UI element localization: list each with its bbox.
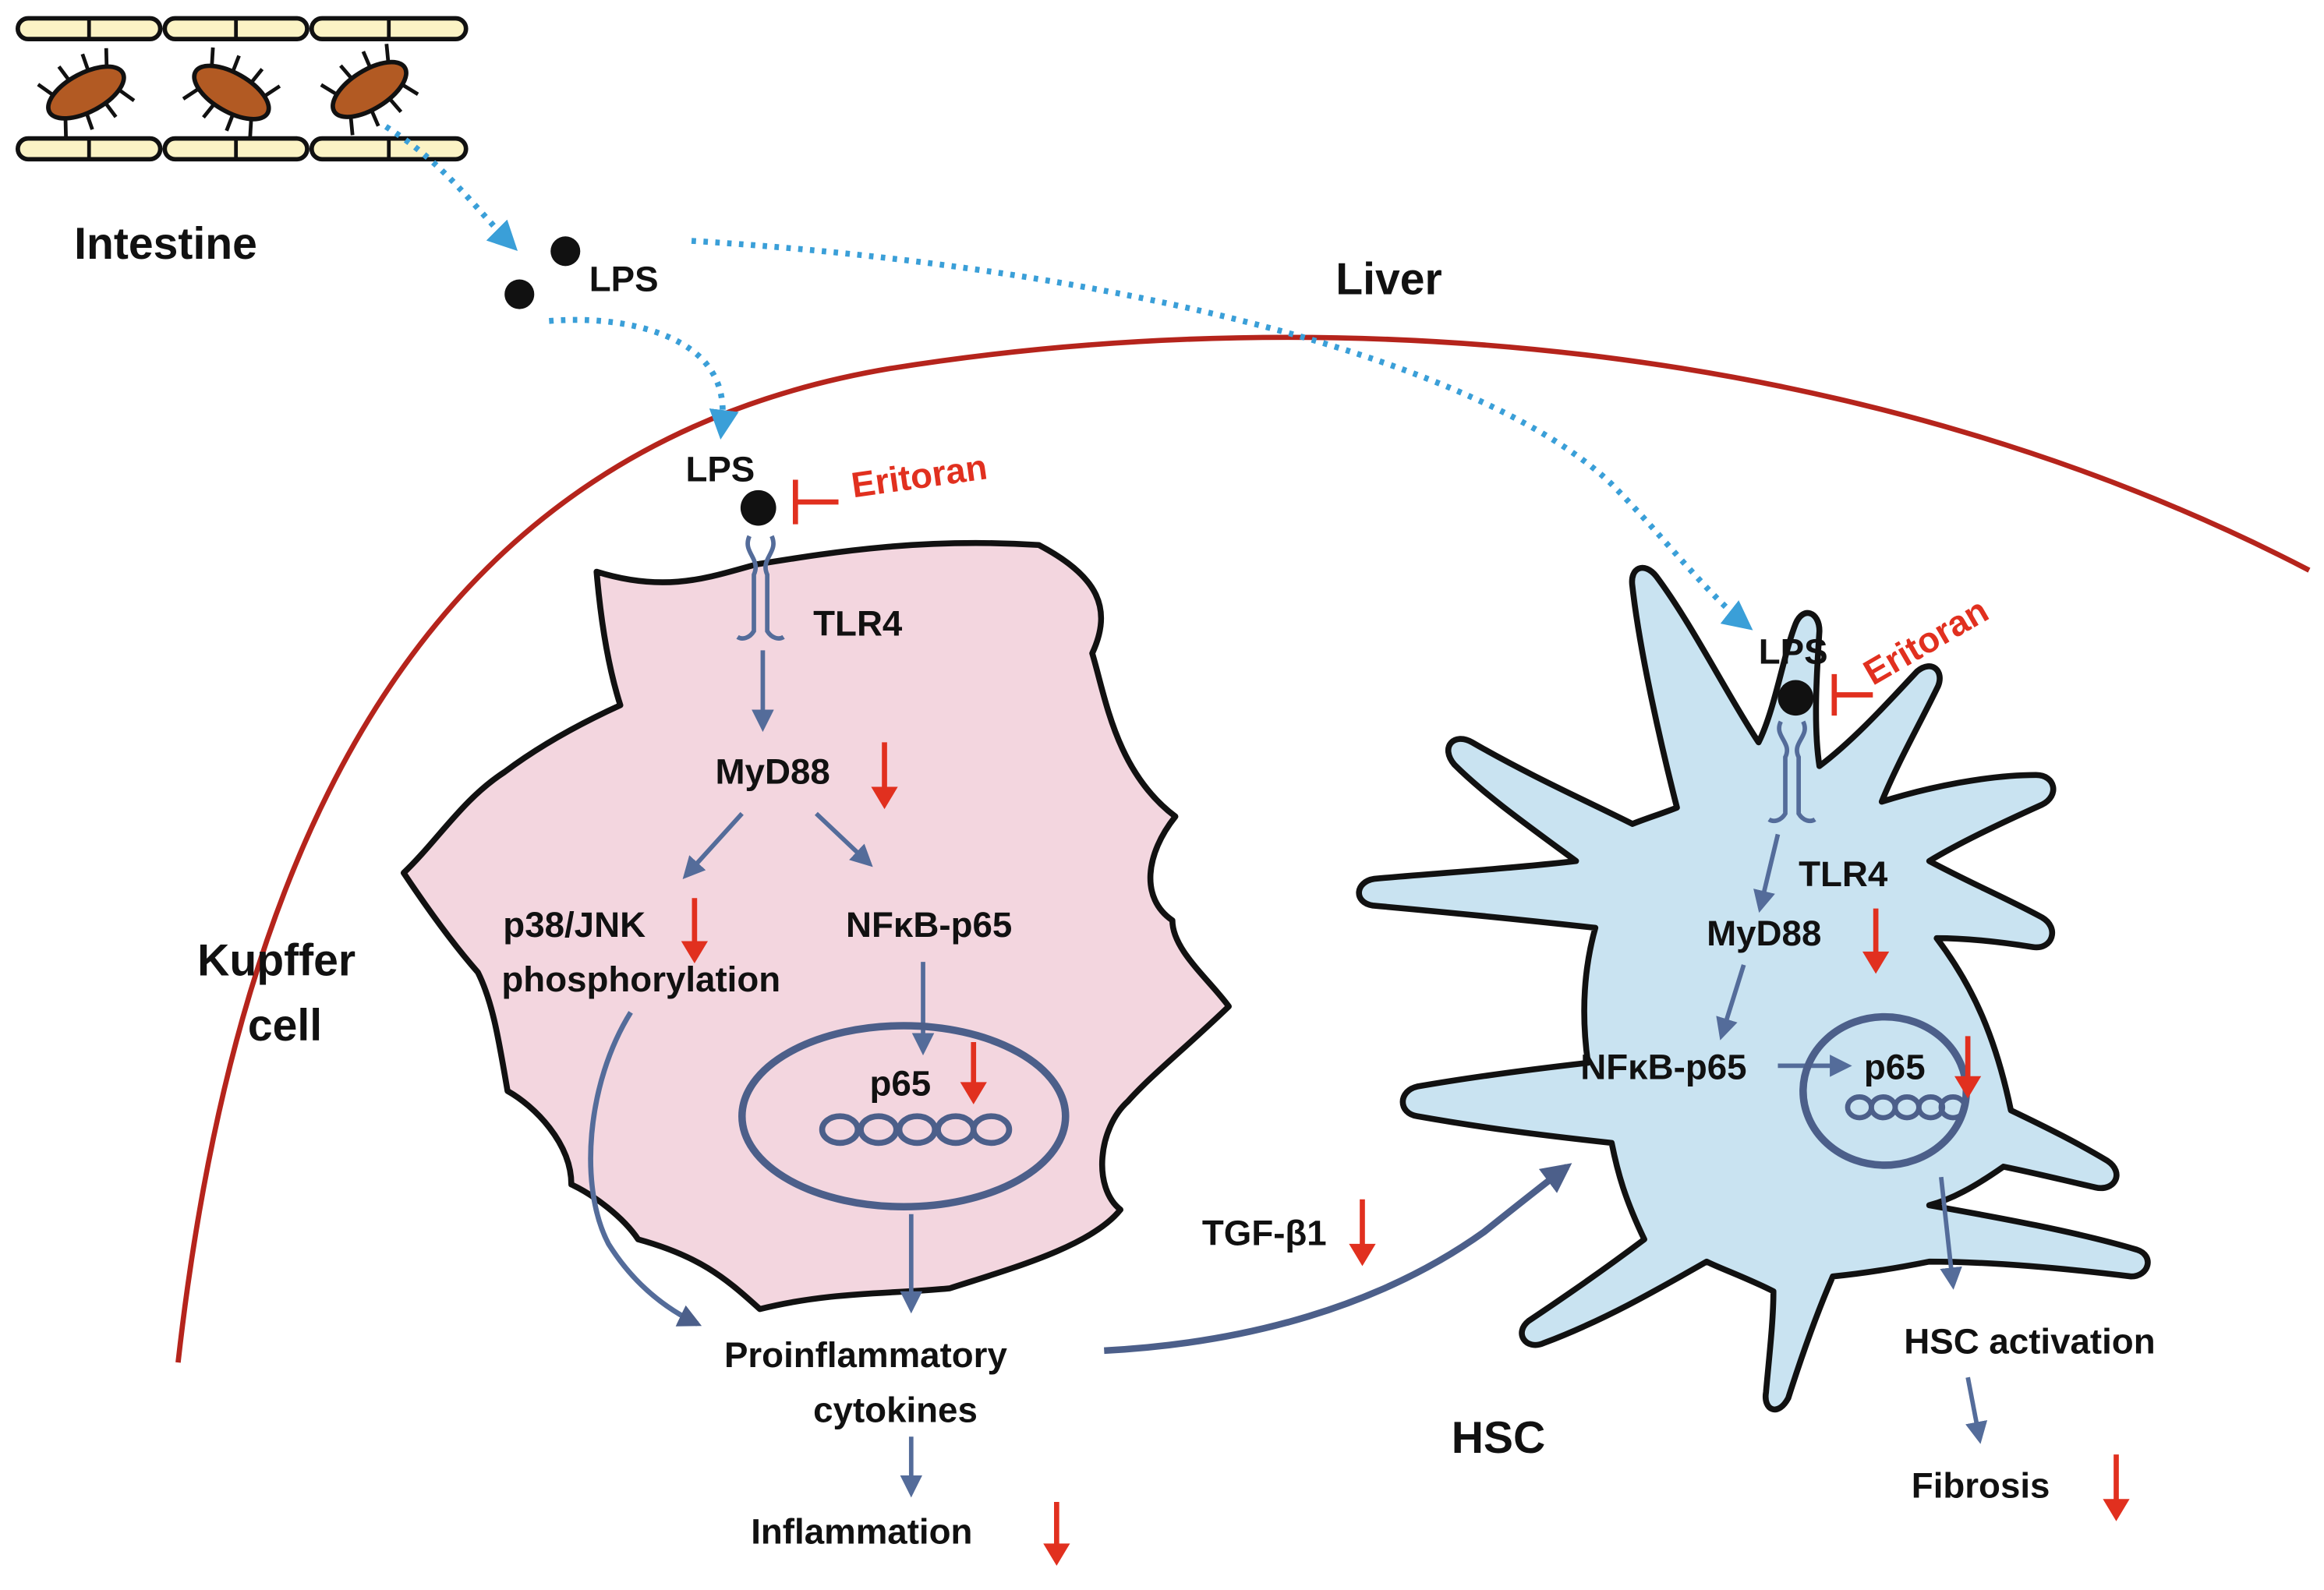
- kupffer-phosphorylation-label: phosphorylation: [501, 959, 780, 999]
- red-t-bar-inhibitor-icon: [1831, 673, 1873, 716]
- kupffer-tlr4-label: TLR4: [813, 603, 903, 643]
- red-down-arrow-icon: [1954, 1036, 1982, 1099]
- arrow-activation-to-fibrosis: [1965, 1376, 1988, 1444]
- red-down-arrow-icon: [871, 742, 898, 810]
- red-down-arrow-icon: [1043, 1502, 1070, 1566]
- kupffer-eritoran-label: Eritoran: [849, 447, 990, 505]
- fibrosis-label: Fibrosis: [1912, 1465, 2050, 1505]
- gut-bacterium-icon: [320, 44, 419, 136]
- gut-bacterium-icon: [182, 47, 281, 138]
- cytokines-label-line2: cytokines: [813, 1390, 978, 1429]
- dna-coil-icon: [819, 1113, 1013, 1147]
- hsc-lps-label: LPS: [1759, 632, 1828, 672]
- red-down-arrow-icon: [681, 898, 709, 964]
- intestine-label: Intestine: [74, 219, 257, 269]
- arrow-hsc-tlr4-to-myd88: [1753, 833, 1781, 913]
- epithelium-top-row: [15, 16, 469, 41]
- cytokines-label: Proinflammatory: [724, 1335, 1008, 1375]
- kupffer-nfkb-label: NFκB-p65: [846, 905, 1012, 945]
- inflammation-label: Inflammation: [751, 1511, 972, 1551]
- tgf-label: TGF-β1: [1202, 1214, 1327, 1253]
- red-down-arrow-icon: [1349, 1199, 1376, 1267]
- hsc-myd88-label: MyD88: [1707, 913, 1821, 953]
- kupffer-p65-label: p65: [869, 1063, 931, 1103]
- hsc-nfkb-label: NFκB-p65: [1580, 1048, 1746, 1087]
- kupffer-nucleus: [738, 1022, 1070, 1211]
- tlr4-receptor-icon: [736, 535, 785, 641]
- kupffer-myd88-label: MyD88: [716, 752, 830, 792]
- red-down-arrow-icon: [1862, 908, 1890, 974]
- kupffer-lps-label: LPS: [685, 449, 755, 489]
- liver-label: Liver: [1335, 255, 1441, 305]
- lps-flow-to-hsc: [691, 238, 1753, 631]
- kupffer-cell-label-line2: cell: [248, 1001, 322, 1051]
- kupffer-p38-label: p38/JNK: [503, 905, 646, 945]
- lps-flow-gut-to-blood: [384, 124, 518, 252]
- hsc-p65-label: p65: [1864, 1048, 1926, 1087]
- hsc-tlr4-label: TLR4: [1799, 854, 1888, 894]
- kupffer-cell-label: Kupffer: [197, 935, 355, 985]
- hsc-activation-label: HSC activation: [1904, 1322, 2155, 1362]
- arrow-hsc-myd88-to-nfkb: [1716, 964, 1746, 1041]
- red-t-bar-inhibitor-icon: [792, 479, 839, 525]
- lps-particle-icon: [1777, 680, 1814, 716]
- epithelium-bottom-row: [15, 136, 469, 162]
- dna-coil-icon: [1845, 1094, 1968, 1121]
- hsc-cell-body: [1356, 564, 2151, 1413]
- lps-flow-to-kupffer: [549, 316, 739, 440]
- arrow-p38-to-cytokines: [588, 1011, 702, 1327]
- kupffer-cell-body: [400, 539, 1232, 1313]
- arrow-nucleus-to-hsc-activation: [1939, 1176, 1962, 1290]
- tlr4-receptor-icon: [1767, 720, 1816, 824]
- arrow-myd88-to-p38: [682, 811, 744, 879]
- arrow-myd88-to-nfkb: [815, 811, 873, 867]
- red-down-arrow-icon: [960, 1041, 987, 1104]
- liver-boundary: [175, 334, 2311, 1363]
- red-down-arrow-icon: [2103, 1454, 2130, 1521]
- arrow-cytokines-to-hsc: [1104, 1163, 1572, 1355]
- lps-free-label: LPS: [589, 260, 659, 299]
- lps-particle-icon: [550, 236, 581, 267]
- gut-bacterium-icon: [37, 48, 136, 137]
- lps-particle-icon: [740, 489, 776, 526]
- lps-particle-icon: [504, 279, 535, 309]
- hsc-label: HSC: [1452, 1413, 1546, 1463]
- epithelium-dividers: [87, 18, 391, 160]
